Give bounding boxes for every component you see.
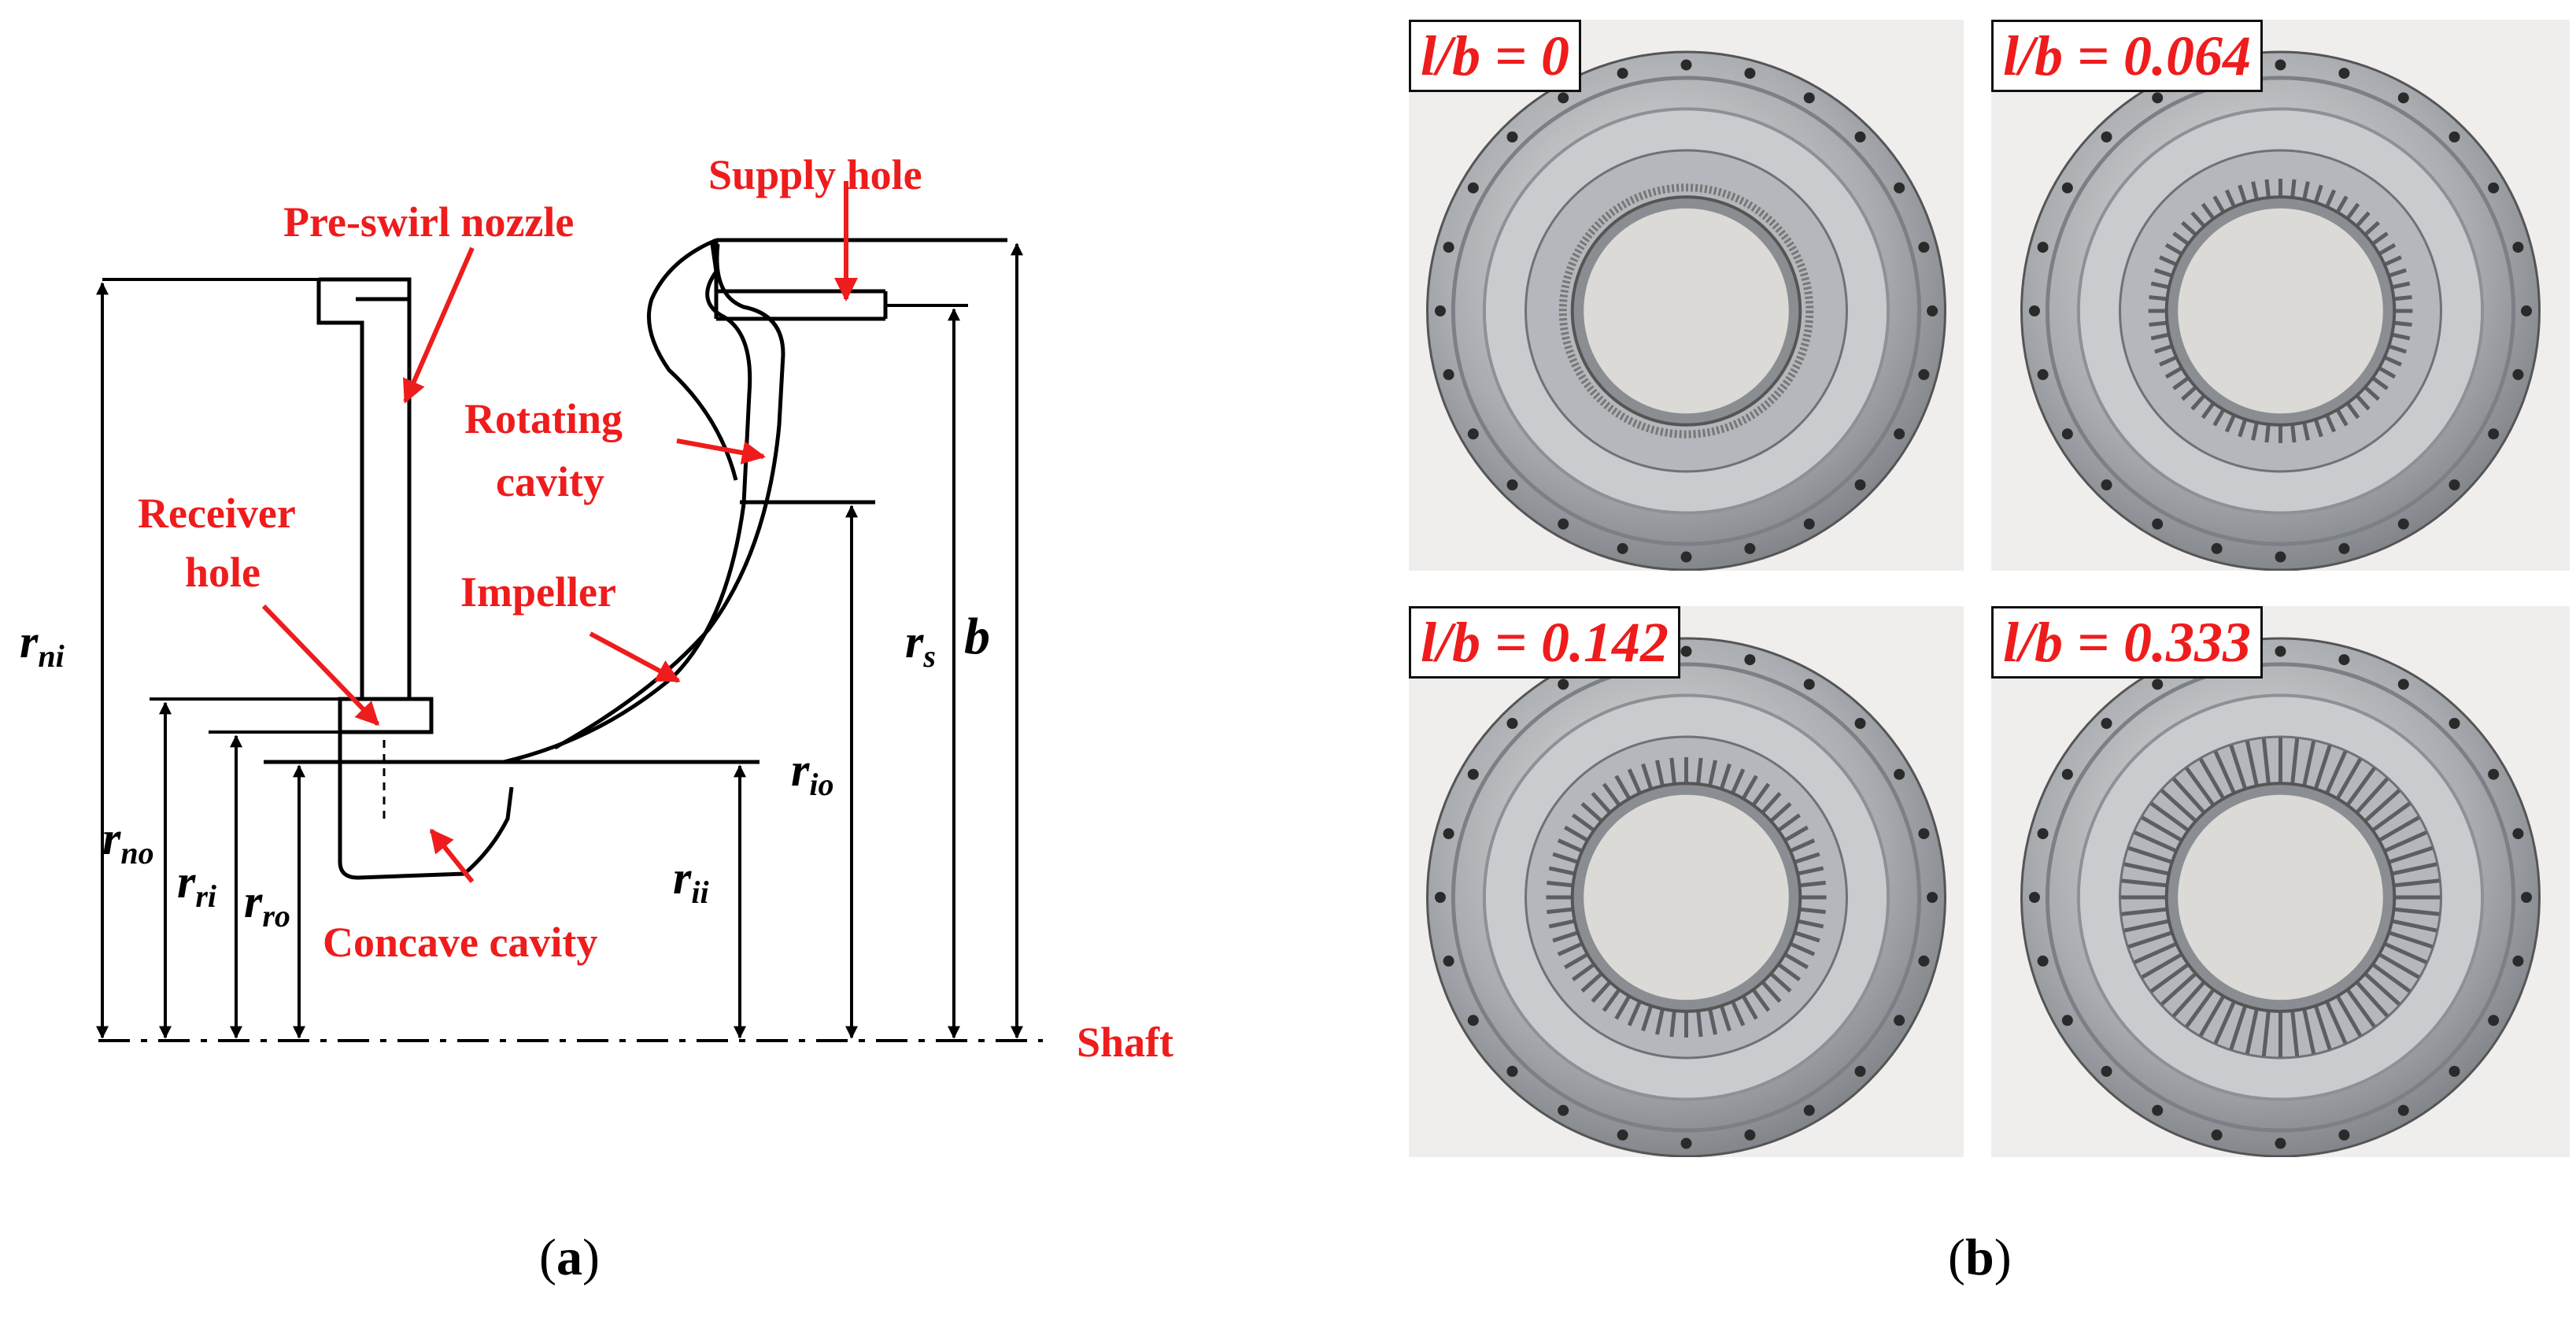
ratio-label: l/b = 0.142: [1409, 606, 1681, 679]
impeller-disc-image: [1426, 637, 1946, 1157]
dim-r-ro: rro: [244, 875, 290, 934]
photo-impeller-2: l/b = 0.064: [1991, 20, 2570, 571]
caption-a: (a): [539, 1229, 600, 1286]
ratio-label: l/b = 0.333: [1991, 606, 2264, 679]
photo-impeller-3: l/b = 0.142: [1409, 606, 1964, 1157]
rotating-cavity-label-line2: cavity: [496, 458, 604, 505]
dim-b: b: [964, 608, 990, 665]
schematic-diagram: Pre-swirl nozzle Supply hole Rotating ca…: [20, 151, 1173, 1066]
dim-r-no: rno: [102, 812, 154, 871]
annotation-arrows: [261, 181, 858, 883]
dim-r-ni: rni: [20, 616, 65, 674]
receiver-hole-label-line1: Receiver: [138, 490, 296, 537]
impeller-disc-image: [1426, 50, 1946, 571]
caption-b: (b): [1948, 1229, 2012, 1286]
impeller-disc-image: [2020, 637, 2541, 1157]
dim-r-ri: rri: [177, 856, 216, 914]
dimension-lines: [96, 242, 1023, 1039]
photo-impeller-4: l/b = 0.333: [1991, 606, 2570, 1157]
pre-swirl-nozzle-label: Pre-swirl nozzle: [283, 198, 574, 246]
receiver-hole-label-line2: hole: [185, 549, 261, 596]
impeller-disc-image: [2020, 50, 2541, 571]
concave-cavity-label: Concave cavity: [323, 919, 597, 966]
shaft-label: Shaft: [1077, 1019, 1173, 1066]
photo-impeller-1: l/b = 0: [1409, 20, 1964, 571]
dim-r-s: rs: [905, 616, 936, 674]
ratio-label: l/b = 0.064: [1991, 20, 2264, 92]
dim-r-ii: rii: [673, 852, 709, 910]
supply-hole-label: Supply hole: [708, 151, 922, 198]
impeller-label: Impeller: [460, 568, 616, 616]
dim-r-io: rio: [791, 744, 833, 802]
ratio-label: l/b = 0: [1409, 20, 1582, 92]
rotating-cavity-label-line1: Rotating: [464, 395, 623, 442]
